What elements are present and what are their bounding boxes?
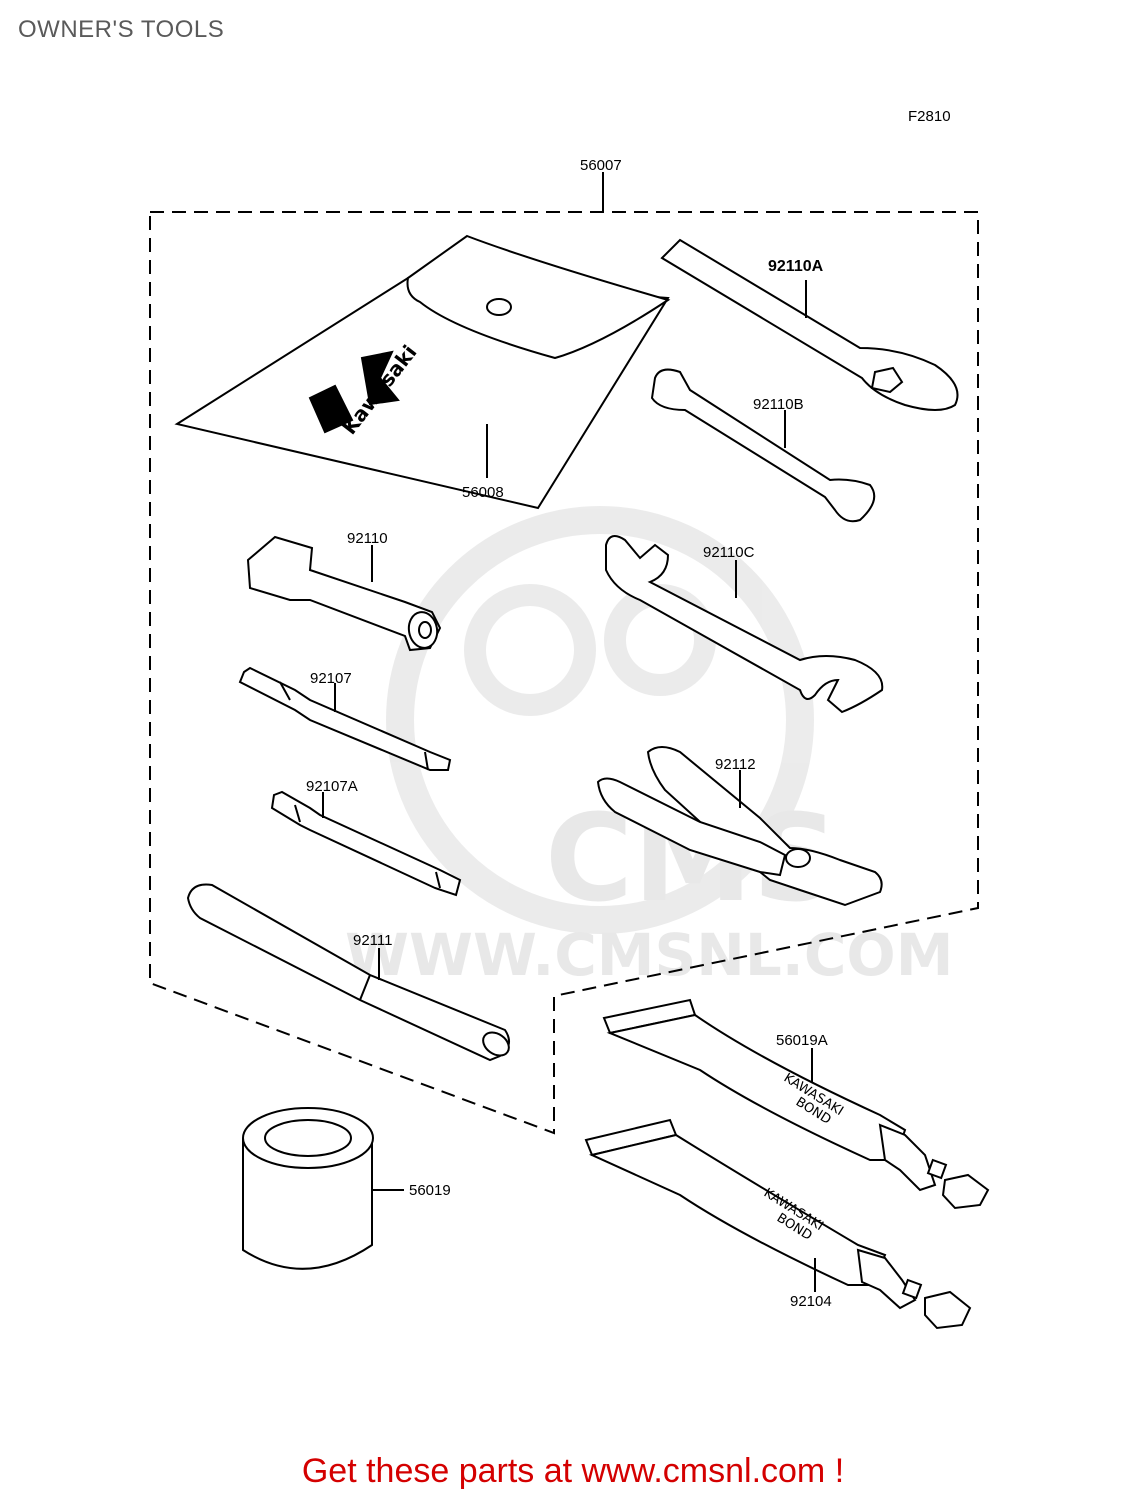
watermark-url: WWW.CMSNL.COM bbox=[345, 921, 953, 989]
tool-handle bbox=[186, 883, 510, 1062]
label-92111: 92111 bbox=[353, 932, 393, 949]
bond-tube-a bbox=[602, 998, 990, 1210]
grease-can bbox=[242, 1107, 404, 1270]
screwdriver bbox=[238, 666, 452, 771]
bond-tube-b bbox=[584, 1118, 972, 1330]
plug-wrench bbox=[246, 535, 442, 652]
label-56007: 56007 bbox=[580, 157, 622, 174]
pliers bbox=[596, 746, 883, 907]
label-92104: 92104 bbox=[790, 1293, 832, 1310]
footer-link[interactable]: Get these parts at www.cmsnl.com ! bbox=[0, 1452, 1146, 1491]
page-title: OWNER'S TOOLS bbox=[18, 16, 225, 43]
footer-link-text[interactable]: Get these parts at www.cmsnl.com ! bbox=[301, 1452, 845, 1490]
kit-boundary bbox=[149, 172, 979, 1135]
small-open-wrench bbox=[650, 368, 876, 523]
figure-code: F2810 bbox=[908, 108, 951, 125]
label-56019: 56019 bbox=[409, 1182, 451, 1199]
label-92110: 92110 bbox=[347, 530, 388, 547]
watermark: CMS WWW.CMSNL.COM bbox=[345, 506, 953, 989]
label-92112: 92112 bbox=[715, 756, 756, 773]
double-open-wrench bbox=[605, 535, 884, 714]
tool-pouch bbox=[174, 234, 671, 510]
label-92107: 92107 bbox=[310, 670, 352, 687]
label-92110C: 92110C bbox=[703, 544, 755, 561]
screwdriver-a bbox=[270, 790, 462, 897]
ring-wrench bbox=[660, 238, 959, 411]
label-56019A: 56019A bbox=[776, 1032, 828, 1049]
label-92110B: 92110B bbox=[753, 396, 804, 413]
label-92110A: 92110A bbox=[768, 258, 824, 275]
label-92107A: 92107A bbox=[306, 778, 358, 795]
label-56008: 56008 bbox=[462, 484, 504, 501]
